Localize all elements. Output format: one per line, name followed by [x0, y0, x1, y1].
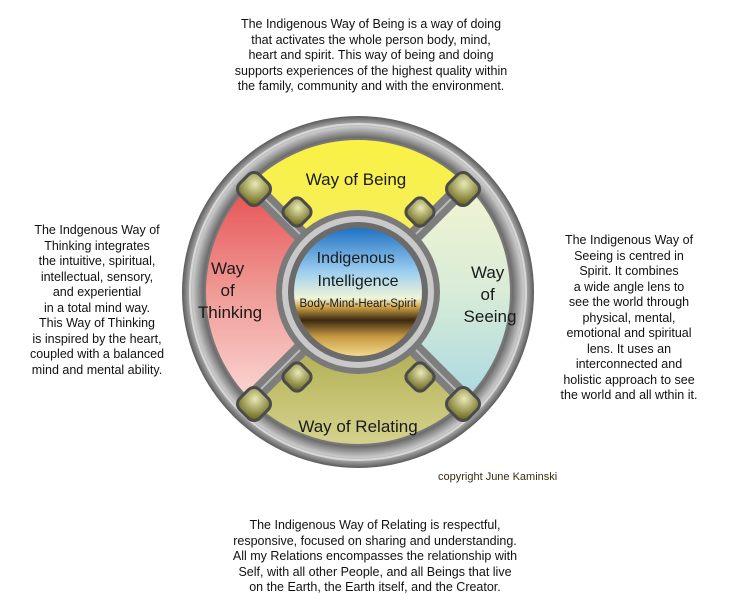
center-subtitle: Body-Mind-Heart-Spirit [300, 298, 418, 310]
label-seeing-line: Way [471, 263, 505, 282]
center-disc [294, 228, 422, 356]
label-relating: Way of Relating [298, 417, 417, 436]
label-seeing: Way of Seeing [464, 263, 517, 326]
center-title: Indigenous Intelligence [317, 250, 400, 290]
copyright-notice: copyright June Kaminski [438, 471, 558, 483]
label-thinking: Way of Thinking [198, 259, 262, 322]
label-thinking-line: Thinking [198, 303, 262, 322]
ring-knobs [236, 171, 481, 422]
label-thinking-line: Way [211, 259, 245, 278]
being-description: The Indigenous Way of Being is a way of … [234, 17, 508, 93]
thinking-description: The Indgenous Way of Thinking integrates… [29, 223, 165, 377]
label-thinking-line: of [221, 281, 235, 300]
label-being: Way of Being [306, 170, 406, 189]
label-seeing-line: of [481, 285, 495, 304]
label-seeing-line: Seeing [464, 307, 517, 326]
center-title-line: Indigenous [317, 250, 395, 267]
center-title-line: Intelligence [318, 273, 399, 290]
seeing-description: The Indigenous Way of Seeing is centred … [560, 233, 698, 402]
relating-description: The Indigenous Way of Relating is respec… [232, 518, 518, 594]
